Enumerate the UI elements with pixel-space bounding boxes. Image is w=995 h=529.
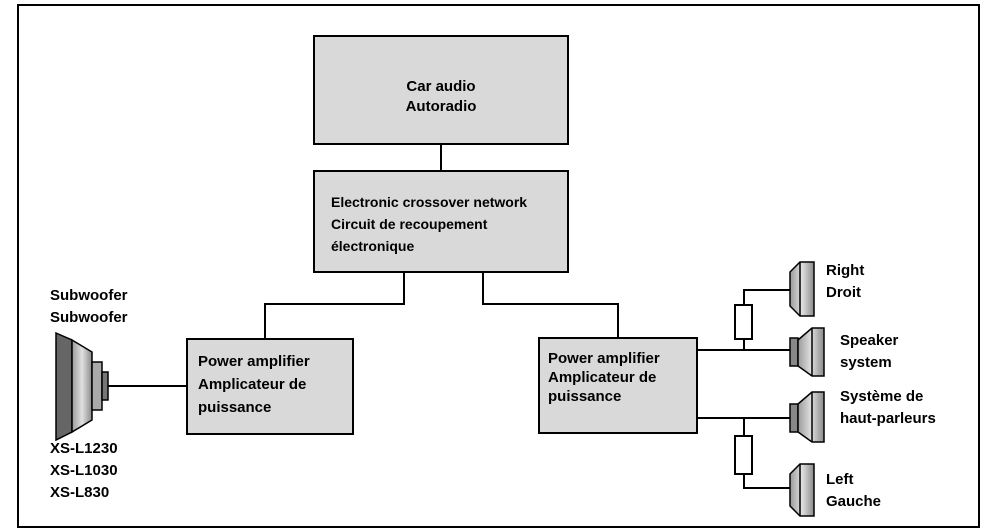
car-audio-label-en: Car audio xyxy=(406,78,476,95)
left-label-en: Left xyxy=(826,471,854,488)
speaker-system-label-2: system xyxy=(840,354,892,371)
midrange-speaker-icon xyxy=(789,391,825,443)
car-audio-label-fr: Autoradio xyxy=(405,98,477,115)
crossover-label-fr-2: électronique xyxy=(331,238,415,254)
crossover-network-box: Electronic crossover network Circuit de … xyxy=(313,170,569,273)
model-name: XS-L1030 xyxy=(50,462,118,479)
speaker-system-label: Speaker system xyxy=(840,330,898,374)
amp-right-label-fr-2: puissance xyxy=(548,388,622,405)
left-speaker-label: Left Gauche xyxy=(826,469,881,513)
crossover-label-en: Electronic crossover network xyxy=(331,194,528,210)
tweeter-icon xyxy=(789,261,815,317)
subwoofer-label-en: Subwoofer xyxy=(50,287,128,304)
right-label-fr: Droit xyxy=(826,284,861,301)
systeme-label-2: haut-parleurs xyxy=(840,410,936,427)
left-label-fr: Gauche xyxy=(826,493,882,510)
wire-crossover-amp-right xyxy=(482,273,619,337)
amp-left-label-fr-1: Amplicateur de xyxy=(198,376,307,393)
right-speaker-label: Right Droit xyxy=(826,260,864,304)
subwoofer-speaker-icon xyxy=(55,331,109,442)
right-label-en: Right xyxy=(826,262,865,279)
amp-right-label-en: Power amplifier xyxy=(548,350,660,367)
amp-right-label-fr-1: Amplicateur de xyxy=(548,369,657,386)
power-amplifier-right-box: Power amplifier Amplicateur de puissance xyxy=(538,337,698,434)
crossover-label-fr-1: Circuit de recoupement xyxy=(331,216,488,232)
model-name: XS-L830 xyxy=(50,484,110,501)
model-name: XS-L1230 xyxy=(50,440,118,457)
systeme-label-1: Système de xyxy=(840,388,924,405)
subwoofer-models: XS-L1230 XS-L1030 XS-L830 xyxy=(50,438,118,504)
subwoofer-label-fr: Subwoofer xyxy=(50,309,128,326)
speaker-system-label-1: Speaker xyxy=(840,332,899,349)
connection-wires xyxy=(107,145,790,489)
car-audio-box: Car audio Autoradio xyxy=(313,35,569,145)
systeme-haut-parleurs-label: Système de haut-parleurs xyxy=(840,386,936,430)
capacitor-icon xyxy=(734,435,753,475)
power-amplifier-left-box: Power amplifier Amplicateur de puissance xyxy=(186,338,354,435)
subwoofer-label: Subwoofer Subwoofer xyxy=(50,285,128,329)
wire-crossover-amp-left xyxy=(264,273,405,338)
midrange-speaker-icon xyxy=(789,327,825,377)
capacitor-icon xyxy=(734,304,753,340)
amp-left-label-fr-2: puissance xyxy=(198,399,272,416)
amp-left-label-en: Power amplifier xyxy=(198,353,310,370)
tweeter-icon xyxy=(789,463,815,517)
